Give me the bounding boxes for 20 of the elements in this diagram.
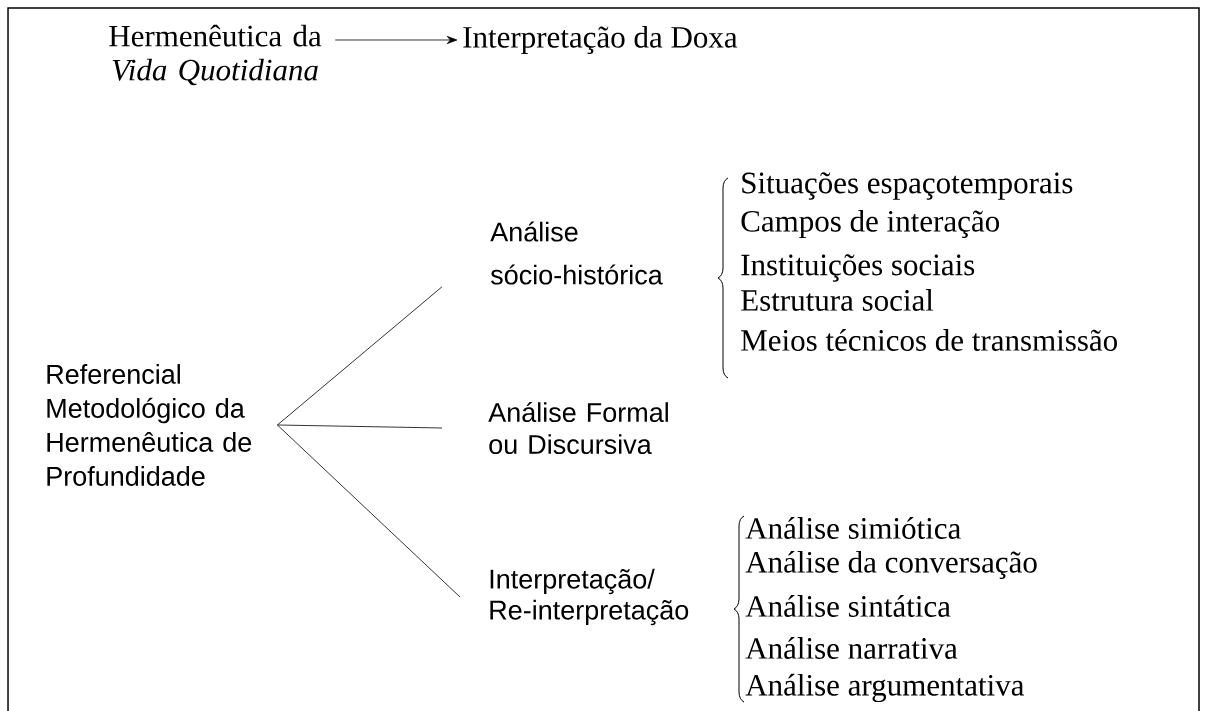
list-item: Estrutura social	[741, 289, 934, 311]
branch-line	[277, 286, 443, 426]
root-text: Referencial Metodológico da Hermenêutica de Profundidade	[47, 364, 252, 486]
list-item: Análise simiótica	[745, 517, 961, 539]
branch-text: Análise Formal ou Discursiva	[488, 401, 668, 455]
branch-text: Análise sócio-histórica	[490, 221, 663, 285]
list-item: Análise sintática	[745, 595, 951, 617]
list-item: Campos de interação	[741, 209, 999, 239]
list-item: Análise da conversação	[745, 550, 1037, 580]
list-item: Análise narrativa	[745, 637, 958, 659]
list-item: Instituições sociais	[741, 254, 975, 282]
arrow	[334, 36, 458, 44]
list-item: Situações espaçotemporais	[742, 172, 1073, 200]
branch-line	[277, 424, 461, 598]
list-item: Análise argumentativa	[745, 673, 1024, 703]
branch-line	[277, 424, 443, 429]
heading-text: Hermenêutica da Vida Quotidiana	[109, 24, 322, 86]
result-text: Interpretação da Doxa	[463, 25, 738, 55]
branch-text: Interpretação/ Re-interpretação	[490, 568, 689, 626]
list-item: Meios técnicos de transmissão	[741, 329, 1117, 351]
